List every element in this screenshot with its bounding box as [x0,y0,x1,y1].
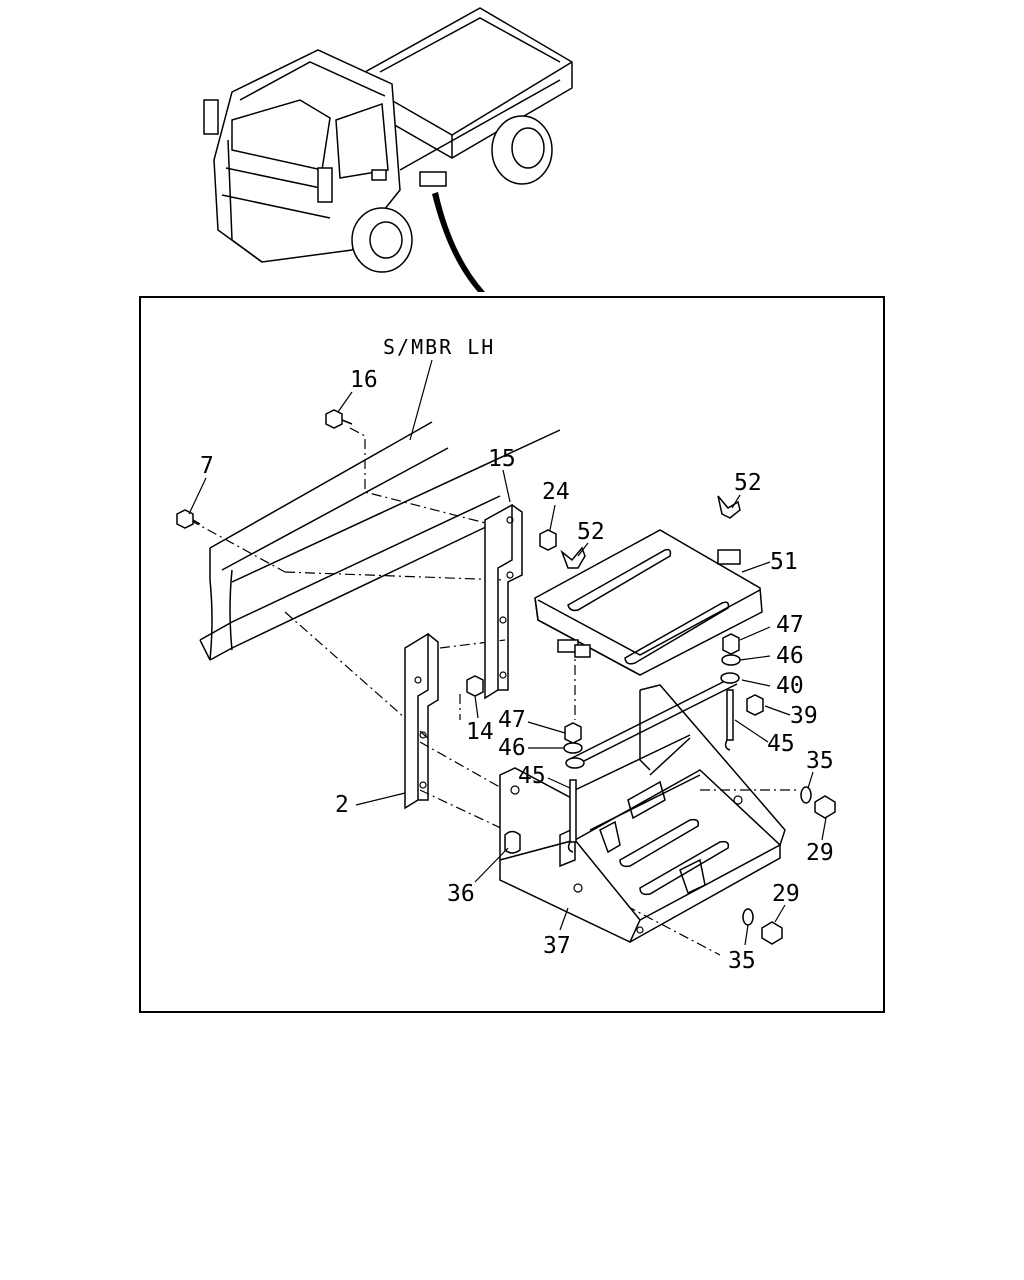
callout-2: 2 [335,792,349,818]
truck-overview-illustration [203,7,573,292]
callout-45-right: 45 [767,731,795,757]
callout-35-lower: 35 [728,948,756,974]
callout-47-left: 47 [498,707,526,733]
wing-nut-52 [560,495,741,569]
callout-leaders [188,359,827,946]
callout-51: 51 [770,549,798,575]
bracket-15 [484,503,523,700]
callout-40: 40 [776,673,804,699]
callout-52-left: 52 [577,519,605,545]
callout-29-lower: 29 [772,881,800,907]
callout-14: 14 [466,719,494,745]
clamp-bar-40 [565,672,740,791]
detail-frame [139,296,885,1013]
callout-35-upper: 35 [806,748,834,774]
bracket-2 [404,632,439,810]
callout-36: 36 [447,881,475,907]
callout-47-right: 47 [776,612,804,638]
callout-16: 16 [350,367,378,393]
nuts-and-washers [176,409,836,945]
battery-tray-37 [499,684,786,944]
hook-bolt-45 [567,689,734,853]
callout-24: 24 [542,479,570,505]
callout-39: 39 [790,703,818,729]
callout-52-right: 52 [734,470,762,496]
callout-46-left: 46 [498,735,526,761]
callout-15: 15 [488,446,516,472]
callout-7: 7 [200,453,214,479]
side-member-rail [199,421,561,661]
frame-label: S/MBR LH [383,335,495,359]
callout-29-upper: 29 [806,840,834,866]
callout-37: 37 [543,933,571,959]
battery-cover-51 [534,529,763,676]
callout-46-right: 46 [776,643,804,669]
callout-45-left: 45 [518,763,546,789]
